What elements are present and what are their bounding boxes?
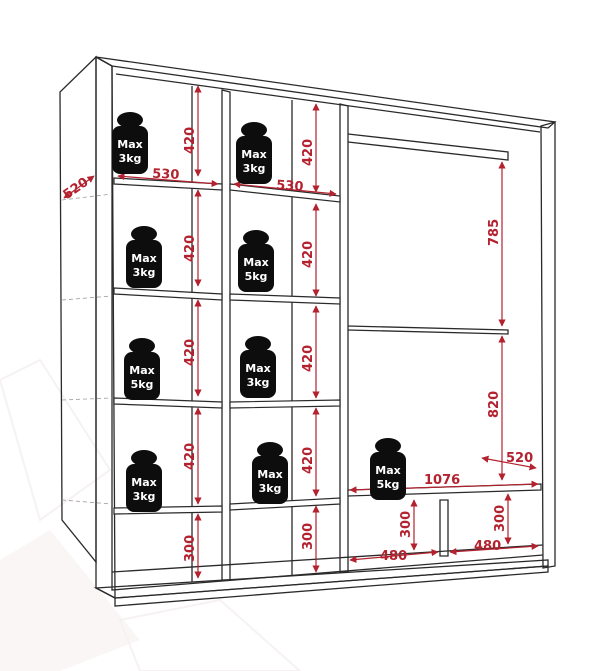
dim-shelf-mid-1: 420	[301, 139, 316, 166]
weight-icon: Max 3kg	[126, 450, 162, 512]
weight-label-3a: Max	[131, 252, 156, 265]
weight-icon: Max 3kg	[236, 122, 272, 184]
side-guides	[61, 193, 113, 505]
dim-bottom-right-a: 300	[399, 511, 414, 538]
weight-label-2a: Max	[241, 148, 266, 161]
dim-hang-upper: 785	[487, 219, 502, 246]
wardrobe-body	[59, 55, 557, 607]
weight-icon: Max 3kg	[126, 226, 162, 288]
dim-shelf-left-3: 420	[183, 339, 198, 366]
weight-label-1b: 3kg	[119, 152, 142, 165]
weight-label-6a: Max	[245, 362, 270, 375]
background-decoration	[0, 358, 302, 671]
dim-shelf-left-1: 420	[183, 127, 198, 154]
weight-label-2b: 3kg	[243, 162, 266, 175]
weight-label-7b: 3kg	[133, 490, 156, 503]
weight-label-4b: 5kg	[245, 270, 268, 283]
weight-label-8b: 3kg	[259, 482, 282, 495]
vertical-dividers	[191, 86, 449, 582]
weight-icon: Max 5kg	[238, 230, 274, 292]
dim-bottom-right-b: 300	[493, 505, 508, 532]
weight-icon: Max 5kg	[370, 438, 406, 500]
weight-label-9a: Max	[375, 464, 400, 477]
dim-right-width: 1076	[424, 473, 460, 488]
weight-icons: Max 3kg Max 3kg Max 3kg Max 5kg Max 5kg	[112, 112, 406, 512]
dim-drawer-width-a: 480	[380, 549, 407, 564]
weight-label-6b: 3kg	[247, 376, 270, 389]
dim-drawer-width-b: 480	[474, 539, 501, 554]
weight-label-9b: 5kg	[377, 478, 400, 491]
weight-label-3b: 3kg	[133, 266, 156, 279]
dim-shelf-mid-2: 420	[301, 241, 316, 268]
dimension-lines: 520 530 530 420 420 420 420 300 420 420 …	[61, 85, 539, 579]
dim-shelf-mid-4: 420	[301, 447, 316, 474]
weight-label-1a: Max	[117, 138, 142, 151]
weight-icon: Max 3kg	[252, 442, 288, 504]
dim-shelf-left-4: 420	[183, 443, 198, 470]
dim-shelf-left-2: 420	[183, 235, 198, 262]
weight-label-5b: 5kg	[131, 378, 154, 391]
weight-icon: Max 5kg	[124, 338, 160, 400]
dim-width-left: 530	[152, 167, 180, 183]
weight-label-4a: Max	[243, 256, 268, 269]
weight-label-7a: Max	[131, 476, 156, 489]
shelves	[113, 133, 542, 515]
dim-shelf-mid-3: 420	[301, 345, 316, 372]
dim-bottom-left: 300	[183, 535, 198, 562]
weight-label-8a: Max	[257, 468, 282, 481]
dim-right-depth: 520	[506, 451, 533, 466]
weight-icon: Max 3kg	[240, 336, 276, 398]
dim-width-mid: 530	[276, 178, 304, 195]
weight-icon: Max 3kg	[112, 112, 148, 174]
weight-label-5a: Max	[129, 364, 154, 377]
dim-hang-lower: 820	[487, 391, 502, 418]
dim-bottom-mid: 300	[301, 523, 316, 550]
